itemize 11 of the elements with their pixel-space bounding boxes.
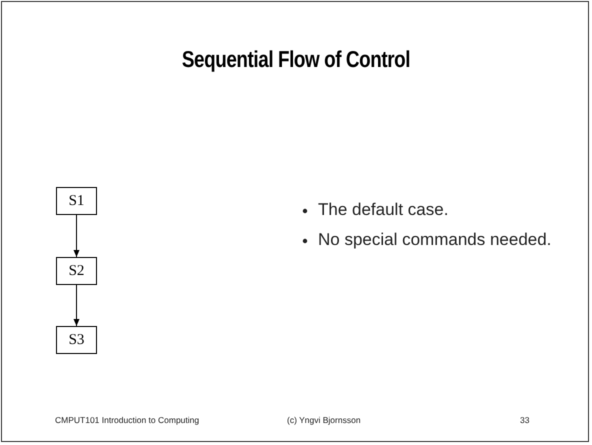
process-box: S2 [56, 257, 97, 285]
process-box: S1 [56, 187, 97, 215]
slide-title: Sequential Flow of Control [180, 46, 412, 73]
footer-text: CMPUT101 Introduction to Computing [55, 415, 200, 425]
page-number: 33 [520, 415, 530, 425]
bullet-item: The default case. [318, 200, 448, 220]
process-box: S3 [56, 326, 97, 354]
bullet-item: No special commands needed. [318, 230, 552, 250]
arrow [74, 214, 80, 258]
footer-text: (c) Yngvi Bjornsson [287, 415, 361, 425]
arrow [74, 284, 80, 326]
